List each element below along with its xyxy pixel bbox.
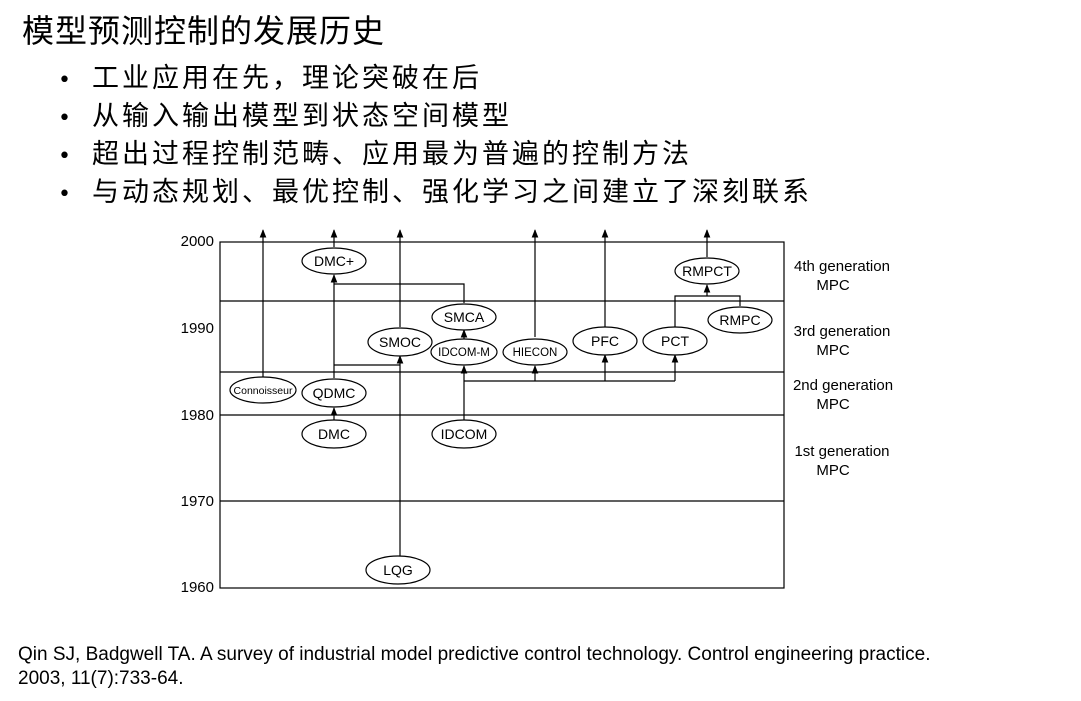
svg-text:QDMC: QDMC [313, 385, 356, 401]
generation-label: 4th generation [794, 258, 890, 275]
generation-label: MPC [816, 342, 850, 359]
bullet-dot-icon: • [58, 68, 74, 93]
svg-text:DMC: DMC [318, 426, 350, 442]
node-dmc: DMC [301, 419, 367, 449]
node-idcom: IDCOM [431, 419, 497, 449]
node-rmpct: RMPCT [674, 257, 740, 285]
slide-title: 模型预测控制的发展历史 [22, 12, 386, 50]
svg-text:IDCOM-M: IDCOM-M [438, 347, 490, 359]
bullet-text: 与动态规划、最优控制、强化学习之间建立了深刻联系 [92, 177, 812, 208]
generation-label: MPC [816, 277, 850, 294]
bullet-dot-icon: • [58, 144, 74, 169]
svg-text:PFC: PFC [591, 333, 619, 349]
generation-label: 3rd generation [794, 323, 891, 340]
mpc-history-diagram: 2000 1990 1980 1970 1960 4th generation … [181, 229, 893, 596]
svg-text:PCT: PCT [661, 333, 689, 349]
node-hiecon: HIECON [502, 338, 568, 366]
year-label: 1990 [181, 320, 214, 337]
bullet-item: • 与动态规划、最优控制、强化学习之间建立了深刻联系 [58, 174, 812, 212]
generation-label: MPC [816, 462, 850, 479]
node-lqg: LQG [365, 555, 431, 585]
connector-line [334, 283, 465, 303]
node-idcom-m: IDCOM-M [430, 338, 498, 366]
generation-label: 2nd generation [793, 377, 893, 394]
node-qdmc: QDMC [301, 378, 367, 408]
svg-text:LQG: LQG [383, 562, 413, 578]
year-label: 2000 [181, 233, 214, 250]
svg-text:RMPCT: RMPCT [682, 263, 732, 279]
node-smoc: SMOC [367, 327, 433, 357]
bullet-dot-icon: • [58, 182, 74, 207]
bullet-text: 超出过程控制范畴、应用最为普遍的控制方法 [92, 139, 692, 170]
reference-citation: Qin SJ, Badgwell TA. A survey of industr… [18, 643, 1078, 691]
year-label: 1970 [181, 493, 214, 510]
bullet-text: 工业应用在先，理论突破在后 [92, 63, 482, 94]
bullet-item: • 超出过程控制范畴、应用最为普遍的控制方法 [58, 136, 812, 174]
svg-text:HIECON: HIECON [513, 347, 558, 359]
bullet-list: • 工业应用在先，理论突破在后 • 从输入输出模型到状态空间模型 • 超出过程控制范畴… [58, 60, 812, 212]
bullet-dot-icon: • [58, 106, 74, 131]
svg-text:SMCA: SMCA [444, 309, 485, 325]
bullet-text: 从输入输出模型到状态空间模型 [92, 101, 512, 132]
svg-text:SMOC: SMOC [379, 334, 421, 350]
svg-text:DMC+: DMC+ [314, 253, 354, 269]
generation-label: MPC [816, 396, 850, 413]
year-label: 1980 [181, 407, 214, 424]
node-pfc: PFC [572, 326, 638, 356]
node-smca: SMCA [431, 303, 497, 331]
svg-text:Connoisseur: Connoisseur [234, 385, 293, 397]
reference-line: Qin SJ, Badgwell TA. A survey of industr… [18, 644, 931, 665]
generation-label: 1st generation [794, 443, 889, 460]
year-label: 1960 [181, 579, 214, 596]
node-rmpc: RMPC [707, 306, 773, 334]
node-connoisseur: Connoisseur [229, 376, 297, 404]
bullet-item: • 工业应用在先，理论突破在后 [58, 60, 812, 98]
svg-text:RMPC: RMPC [719, 312, 760, 328]
node-dmcplus: DMC+ [301, 247, 367, 275]
bullet-item: • 从输入输出模型到状态空间模型 [58, 98, 812, 136]
node-pct: PCT [642, 326, 708, 356]
svg-text:IDCOM: IDCOM [441, 426, 488, 442]
reference-line: 2003, 11(7):733-64. [18, 668, 184, 689]
